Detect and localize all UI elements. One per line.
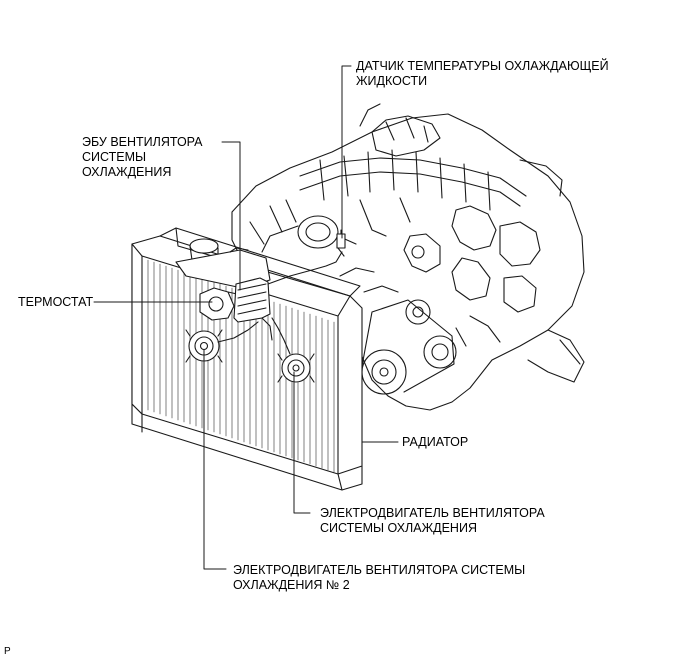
radiator [131, 227, 363, 491]
label-coolant-temperature-sensor: ДАТЧИК ТЕМПЕРАТУРЫ ОХЛАЖДАЮЩЕЙ ЖИДКОСТИ [356, 59, 609, 89]
label-line: ЭБУ ВЕНТИЛЯТОРА [82, 135, 203, 149]
label-line: ОХЛАЖДЕНИЯ № 2 [233, 578, 350, 592]
label-fan-motor: ЭЛЕКТРОДВИГАТЕЛЬ ВЕНТИЛЯТОРА СИСТЕМЫ ОХЛ… [320, 506, 545, 536]
corner-mark: P [4, 646, 11, 657]
fan-ecu [233, 277, 273, 341]
fan-motor-2 [185, 321, 259, 363]
label-line: ЖИДКОСТИ [356, 74, 428, 88]
fan-motor [271, 317, 315, 383]
coolant-temperature-sensor [336, 229, 346, 257]
leader-lines [93, 65, 399, 570]
leader-fan-motor [293, 371, 311, 514]
label-fan-ecu: ЭБУ ВЕНТИЛЯТОРА СИСТЕМЫ ОХЛАЖДЕНИЯ [82, 135, 203, 180]
label-line: ЭЛЕКТРОДВИГАТЕЛЬ ВЕНТИЛЯТОРА [320, 506, 545, 520]
label-line: ТЕРМОСТАТ [18, 295, 94, 309]
label-line: РАДИАТОР [402, 435, 469, 449]
label-line: ЭЛЕКТРОДВИГАТЕЛЬ ВЕНТИЛЯТОРА СИСТЕМЫ [233, 563, 526, 577]
label-fan-motor-2: ЭЛЕКТРОДВИГАТЕЛЬ ВЕНТИЛЯТОРА СИСТЕМЫ ОХЛ… [233, 563, 525, 593]
label-line: СИСТЕМЫ ОХЛАЖДЕНИЯ [320, 521, 477, 535]
engine-block [231, 103, 585, 411]
wiring-harness [267, 251, 343, 285]
leader-temp-sensor [341, 65, 352, 239]
leader-fan-ecu [221, 141, 241, 291]
thermostat-housing [199, 287, 251, 321]
leader-fan-motor-2 [203, 349, 227, 570]
label-line: СИСТЕМЫ [82, 150, 147, 164]
label-thermostat: ТЕРМОСТАТ [18, 295, 93, 310]
label-radiator: РАДИАТОР [402, 435, 468, 450]
label-line: ОХЛАЖДЕНИЯ [82, 165, 172, 179]
label-line: ДАТЧИК ТЕМПЕРАТУРЫ ОХЛАЖДАЮЩЕЙ [356, 59, 609, 73]
